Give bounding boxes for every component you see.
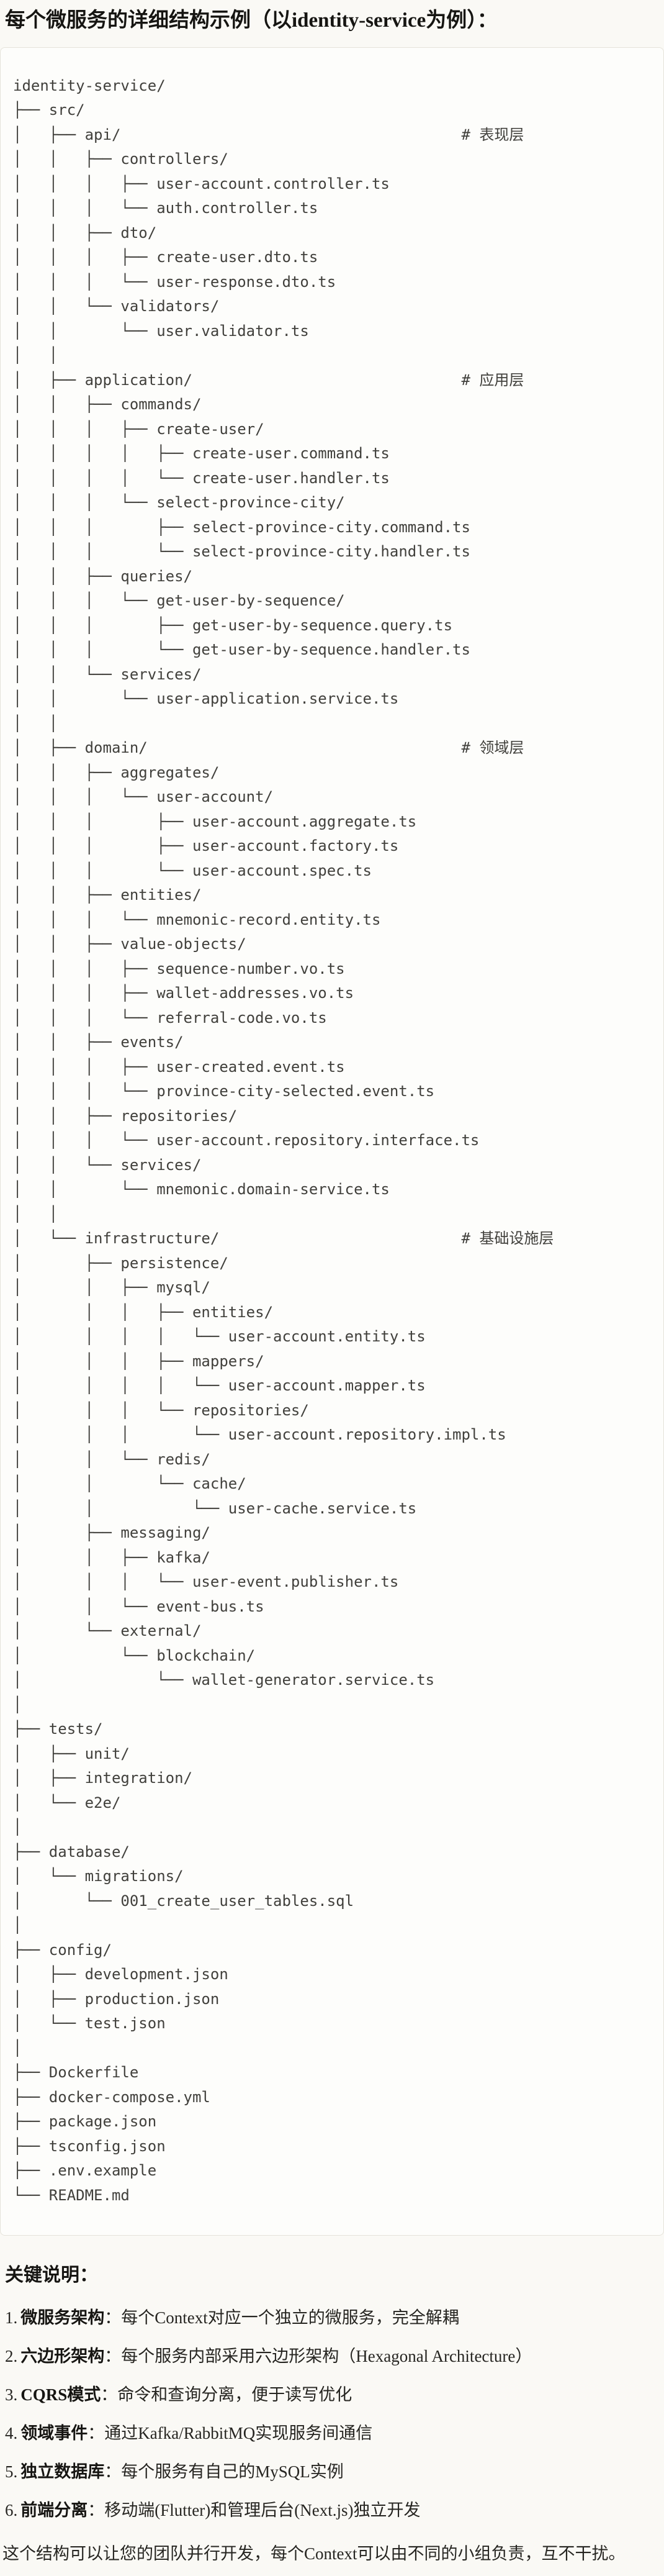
note-item-frontend: 6.前端分离：移动端(Flutter)和管理后台(Next.js)独立开发	[5, 2499, 659, 2521]
note-number: 1.	[5, 2308, 18, 2328]
directory-tree: identity-service/ ├── src/ │ ├── api/ # …	[13, 76, 554, 2204]
note-desc: ：命令和查询分离，便于读写优化	[101, 2385, 352, 2405]
note-number: 5.	[5, 2462, 18, 2482]
note-item-microservices: 1.微服务架构：每个Context对应一个独立的微服务，完全解耦	[5, 2306, 659, 2329]
note-number: 4.	[5, 2424, 18, 2443]
note-term: 独立数据库	[20, 2462, 105, 2482]
note-term: 领域事件	[20, 2424, 88, 2443]
note-number: 3.	[5, 2385, 18, 2405]
note-desc: ：移动端(Flutter)和管理后台(Next.js)独立开发	[87, 2501, 421, 2520]
note-desc: ：每个Context对应一个独立的微服务，完全解耦	[104, 2308, 459, 2328]
note-desc: ：每个服务有自己的MySQL实例	[104, 2462, 344, 2482]
note-term: 六边形架构	[20, 2347, 105, 2366]
note-term: CQRS模式	[20, 2385, 101, 2405]
note-item-cqrs: 3.CQRS模式：命令和查询分离，便于读写优化	[5, 2383, 659, 2406]
note-desc: ：每个服务内部采用六边形架构（Hexagonal Architecture）	[104, 2347, 532, 2366]
note-number: 2.	[5, 2347, 18, 2366]
note-item-domain-events: 4.领域事件：通过Kafka/RabbitMQ实现服务间通信	[5, 2422, 659, 2444]
page-title: 每个微服务的详细结构示例（以identity-service为例）：	[5, 9, 498, 32]
note-term: 微服务架构	[20, 2308, 105, 2328]
notes-heading: 关键说明：	[5, 2265, 98, 2286]
closing-paragraph: 这个结构可以让您的团队并行开发，每个Context可以由不同的小组负责，互不干扰…	[2, 2544, 626, 2564]
note-item-database: 5.独立数据库：每个服务有自己的MySQL实例	[5, 2460, 659, 2483]
code-block: identity-service/ ├── src/ │ ├── api/ # …	[0, 47, 664, 2236]
note-term: 前端分离	[20, 2501, 88, 2520]
note-desc: ：通过Kafka/RabbitMQ实现服务间通信	[87, 2424, 373, 2443]
note-number: 6.	[5, 2501, 18, 2520]
note-item-hexagonal: 2.六边形架构：每个服务内部采用六边形架构（Hexagonal Architec…	[5, 2345, 659, 2367]
